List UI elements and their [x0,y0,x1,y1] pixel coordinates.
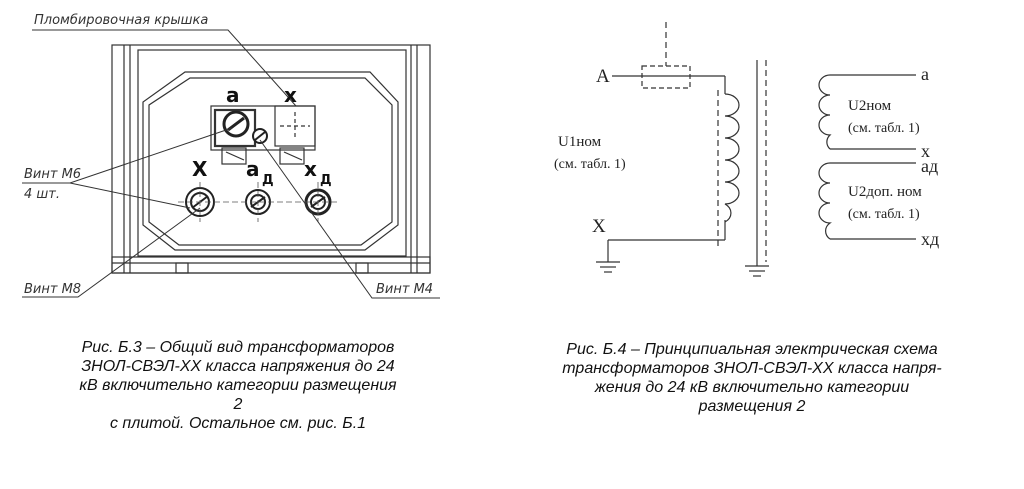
caption-b4-line2: трансформаторов ЗНОЛ-СВЭЛ-ХХ класса напр… [562,360,942,377]
pin-a-d: а [246,157,260,181]
primary-winding [722,93,740,223]
caption-b4: Рис. Б.4 – Принципиальная электрическая … [480,340,1024,416]
terminal-window [142,71,399,251]
leader-screw-m8 [22,207,201,298]
leader-screw-m4 [259,139,440,299]
leader-seal-cover [32,29,297,107]
label-u2-ref: (см. табл. 1) [848,121,920,136]
label-u1: U1ном [558,134,602,150]
caption-b3-line4: 2 [233,396,243,413]
terminal-ad: ад [921,156,938,176]
terminal-xd: хд [921,229,939,249]
terminal-X: Х [592,216,606,237]
fuse-box [641,65,691,89]
caption-b3-line1: Рис. Б.3 – Общий вид трансформаторов [81,339,395,356]
pin-x: х [284,83,297,107]
label-u2d-ref: (см. табл. 1) [848,207,920,222]
pin-x-d-sub: Д [320,173,332,188]
figure-b4-schematic: А Х U1ном (см. табл. 1) а U2ном (см. таб… [554,22,939,277]
label-seal-cover: Пломбировочная крышка [34,13,208,28]
terminal-x: х [921,141,930,161]
figure-b4: А Х U1ном (см. табл. 1) а U2ном (см. таб… [480,0,1024,489]
label-u2d: U2доп. ном [848,184,922,200]
pin-a-d-sub: Д [262,173,274,188]
label-screw-m8: Винт М8 [24,282,81,297]
caption-b3-line5: с плитой. Остальное см. рис. Б.1 [109,415,367,432]
label-screw-m6-count: 4 шт. [24,187,60,202]
caption-b3: Рис. Б.3 – Общий вид трансформаторов ЗНО… [18,338,458,433]
pin-a: а [226,83,240,107]
caption-b4-line1: Рис. Б.4 – Принципиальная электрическая … [566,341,938,358]
terminal-A: А [596,66,610,87]
terminal-a: а [921,64,929,84]
label-u1-ref: (см. табл. 1) [554,157,626,172]
figure-b3-drawing: Пломбировочная крышка Винт М6 4 шт. Винт… [22,13,440,299]
label-screw-m4: Винт М4 [376,282,433,297]
caption-b4-line4: размещения 2 [698,398,806,415]
caption-b3-line3: кВ включительно категории размещения [79,377,397,394]
figure-b3: Пломбировочная крышка Винт М6 4 шт. Винт… [0,0,470,489]
caption-b3-line2: ЗНОЛ-СВЭЛ-ХХ класса напряжения до 24 [81,358,395,375]
label-u2: U2ном [848,98,892,114]
additional-winding [818,162,832,240]
pin-x-d: х [304,157,317,181]
label-screw-m6: Винт М6 [24,167,81,182]
pin-X: Х [192,157,208,181]
secondary-winding [818,74,832,150]
caption-b4-line3: жения до 24 кВ включительно категории [594,379,910,396]
